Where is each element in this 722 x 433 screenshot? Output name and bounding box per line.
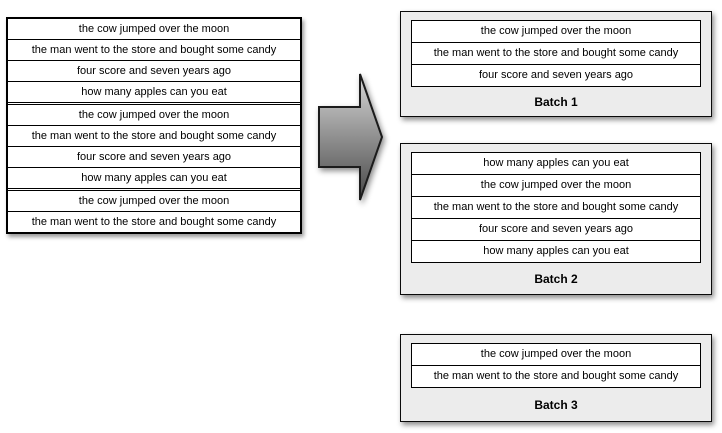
batch-3-label: Batch 3 [534, 397, 578, 412]
sentence-row: how many apples can you eat [483, 245, 629, 257]
sentence-row: the man went to the store and bought som… [8, 40, 300, 61]
batch-box-3: the cow jumped over the moon the man went… [400, 334, 712, 422]
sentence-row: the man went to the store and bought som… [8, 126, 300, 147]
sentence-row: the man went to the store and bought som… [31, 215, 277, 228]
sentence-row: the man went to the store and bought som… [433, 370, 679, 382]
sentence-row: the cow jumped over the moon [8, 105, 300, 126]
sentence-row: four score and seven years ago [8, 147, 300, 168]
sentence-row: how many apples can you eat [8, 168, 300, 191]
sentence-row: four score and seven years ago [478, 69, 634, 81]
sentence-row: the cow jumped over the moon [8, 19, 300, 40]
batch-2-label: Batch 2 [534, 271, 578, 286]
sentence-row: the cow jumped over the moon [412, 175, 700, 197]
sentence-row: four score and seven years ago [8, 61, 300, 82]
sentence-row: the man went to the store and bought som… [412, 43, 700, 65]
sentence-row: the cow jumped over the moon [412, 21, 700, 43]
batch-1-label: Batch 1 [534, 94, 578, 109]
sentence-row: the cow jumped over the moon [412, 344, 700, 366]
sentence-row: the cow jumped over the moon [8, 191, 300, 212]
right-arrow-icon [318, 73, 384, 201]
sentence-row: how many apples can you eat [8, 82, 300, 105]
sentence-row: the man went to the store and bought som… [412, 197, 700, 219]
batch-3-rows: the cow jumped over the moon the man went… [411, 343, 701, 388]
sentence-row: four score and seven years ago [412, 219, 700, 241]
sentence-row: how many apples can you eat [412, 153, 700, 175]
